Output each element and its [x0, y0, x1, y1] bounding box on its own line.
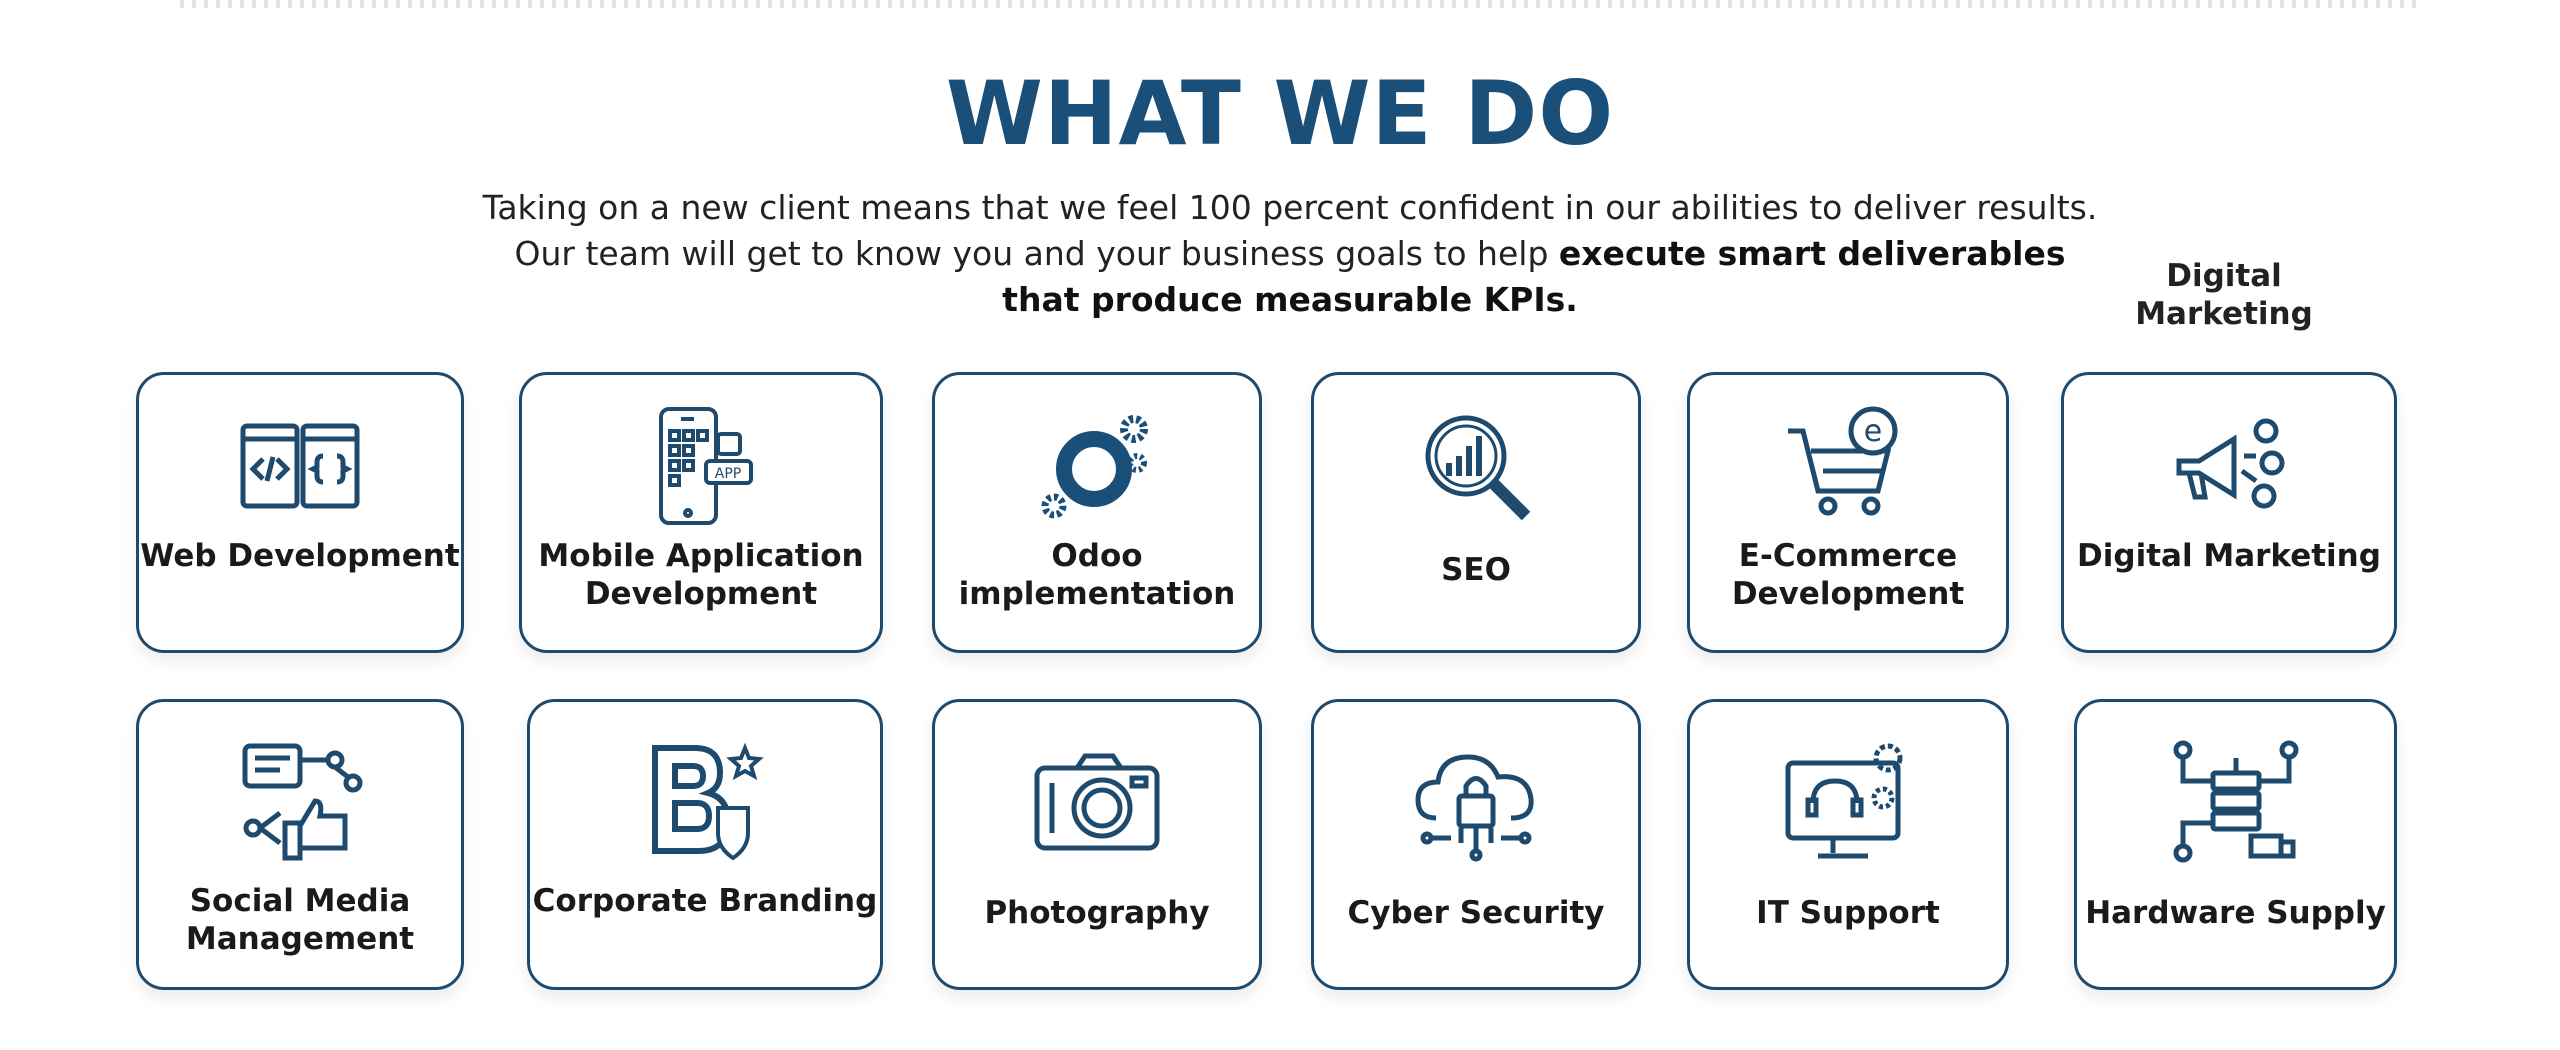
service-label: Corporate Branding — [532, 883, 878, 919]
service-label: Odoo implementation — [958, 538, 1236, 612]
floating-label: Digital Marketing — [2135, 258, 2313, 332]
top-divider — [180, 0, 2420, 8]
cloud-lock-icon — [1415, 754, 1534, 862]
svg-text:APP: APP — [715, 466, 741, 482]
server-network-icon — [2173, 740, 2298, 863]
megaphone-icon — [2176, 418, 2285, 509]
service-label: Photography — [984, 895, 1210, 931]
page-title: WHAT WE DO — [945, 62, 1615, 165]
service-label: SEO — [1441, 552, 1511, 588]
service-label: Mobile Application Development — [538, 538, 864, 612]
service-label: Hardware Supply — [2085, 895, 2386, 931]
brand-badge-icon — [652, 742, 764, 861]
support-monitor-icon — [1785, 743, 1903, 859]
service-card-ecommerce[interactable]: e E-Commerce Development — [1687, 372, 2009, 653]
service-label: Social Media Management — [185, 883, 415, 957]
mobile-app-icon: APP — [659, 407, 753, 525]
service-card-web-development[interactable]: Web Development — [136, 372, 464, 653]
shopping-cart-icon: e — [1788, 406, 1898, 516]
service-card-odoo[interactable]: Odoo implementation — [932, 372, 1262, 653]
service-card-it-support[interactable]: IT Support — [1687, 699, 2009, 990]
odoo-gears-icon — [1041, 415, 1148, 519]
service-card-corporate-branding[interactable]: Corporate Branding — [527, 699, 883, 990]
service-label: IT Support — [1756, 895, 1940, 931]
camera-icon — [1034, 753, 1160, 851]
svg-text:e: e — [1864, 414, 1882, 449]
service-card-photography[interactable]: Photography — [932, 699, 1262, 990]
social-share-icon — [242, 743, 363, 861]
service-card-social-media[interactable]: Social Media Management — [136, 699, 464, 990]
service-card-digital-marketing[interactable]: Digital Marketing — [2061, 372, 2397, 653]
intro-paragraph: Taking on a new client means that we fee… — [480, 185, 2100, 323]
magnifier-chart-icon — [1425, 415, 1531, 521]
service-card-cyber-security[interactable]: Cyber Security — [1311, 699, 1641, 990]
service-card-seo[interactable]: SEO — [1311, 372, 1641, 653]
service-label: E-Commerce Development — [1731, 538, 1965, 612]
service-label: Web Development — [140, 538, 460, 574]
service-label: Cyber Security — [1347, 895, 1605, 931]
service-card-hardware-supply[interactable]: Hardware Supply — [2074, 699, 2397, 990]
service-label: Digital Marketing — [2077, 538, 2381, 574]
service-card-mobile-app[interactable]: APP Mobile Application Development — [519, 372, 883, 653]
code-windows-icon — [240, 423, 360, 509]
intro-text: Taking on a new client means that we fee… — [482, 188, 2098, 273]
intro-highlight: execute smart deliverables that produce … — [1002, 234, 2066, 319]
